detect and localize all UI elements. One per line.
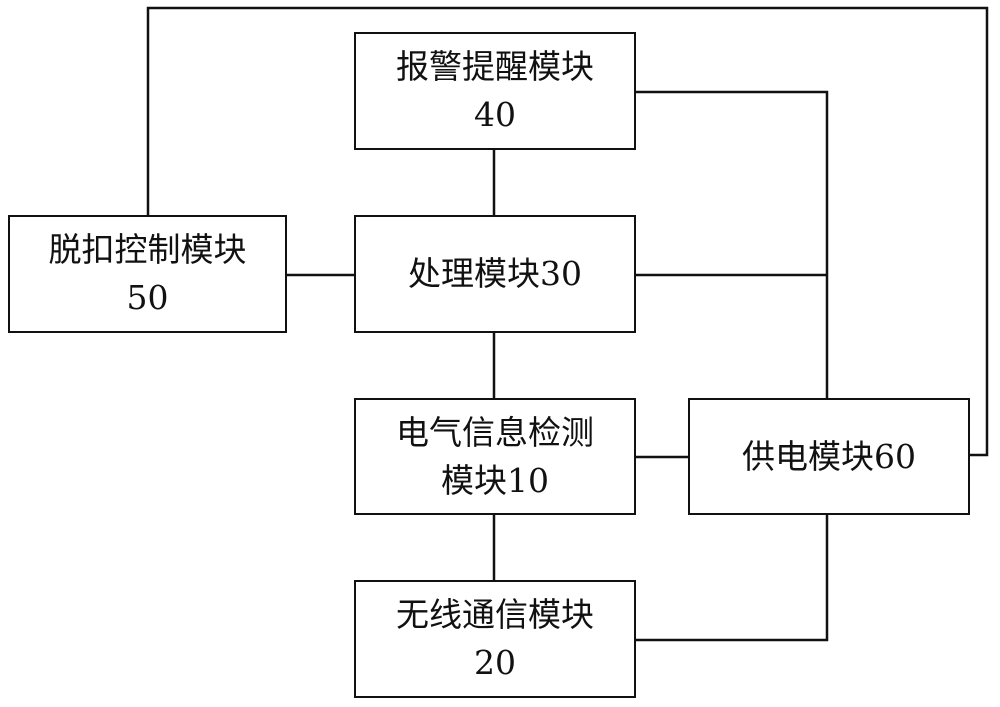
detection-module-number: 模块10 bbox=[441, 457, 549, 505]
alarm-module-label: 报警提醒模块 bbox=[396, 43, 594, 91]
trip-control-module-box: 脱扣控制模块 50 bbox=[8, 215, 287, 333]
detection-module-box: 电气信息检测 模块10 bbox=[354, 398, 636, 515]
power-module-label: 供电模块60 bbox=[742, 433, 916, 481]
power-module-box: 供电模块60 bbox=[688, 398, 970, 515]
line-alarm-power bbox=[636, 92, 827, 398]
trip-control-module-number: 50 bbox=[127, 274, 169, 322]
wireless-module-box: 无线通信模块 20 bbox=[354, 580, 636, 698]
alarm-module-box: 报警提醒模块 40 bbox=[354, 32, 636, 150]
wireless-module-number: 20 bbox=[474, 639, 516, 687]
detection-module-label: 电气信息检测 bbox=[396, 409, 594, 457]
processing-module-label: 处理模块30 bbox=[408, 250, 582, 298]
alarm-module-number: 40 bbox=[474, 91, 516, 139]
wireless-module-label: 无线通信模块 bbox=[396, 591, 594, 639]
processing-module-box: 处理模块30 bbox=[354, 215, 636, 333]
trip-control-module-label: 脱扣控制模块 bbox=[49, 226, 247, 274]
line-wireless-power bbox=[636, 515, 827, 640]
